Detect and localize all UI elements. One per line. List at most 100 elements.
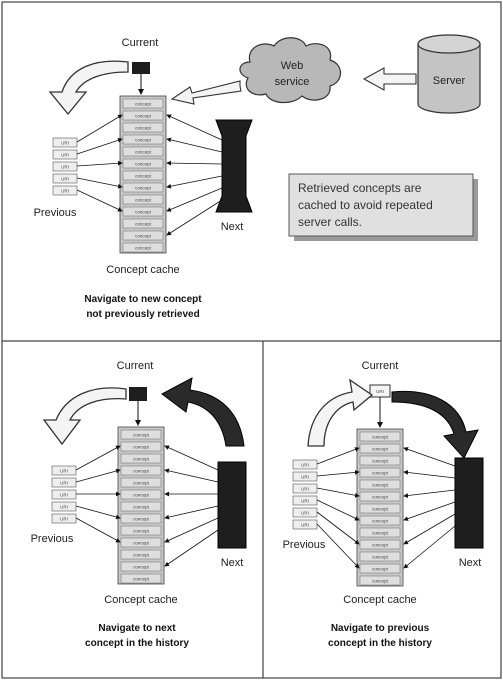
previous-flow-arrow	[48, 60, 129, 116]
bottom-left-panel: Current URI URI URI URI URI Previous con…	[31, 360, 247, 649]
previous-links	[316, 447, 360, 569]
next-links	[166, 114, 223, 236]
cache-item	[120, 501, 162, 512]
cache-item-label: concept	[133, 577, 150, 582]
cache-item-label: concept	[133, 553, 150, 558]
cache-item	[122, 122, 164, 133]
cache-item-label: concept	[372, 555, 389, 560]
cache-item-label: concept	[133, 469, 150, 474]
server-cylinder: Server	[417, 34, 481, 114]
current-label: Current	[122, 37, 159, 49]
previous-item	[52, 185, 78, 196]
cache-item	[359, 515, 401, 526]
cache-item-label: concept	[135, 186, 152, 191]
cache-item	[359, 575, 401, 586]
note-line1: Retrieved concepts are	[298, 181, 422, 195]
cache-item-label: concept	[135, 198, 152, 203]
previous-item-label: URI	[60, 505, 68, 510]
cache-item	[359, 563, 401, 574]
cache-item-label: concept	[133, 565, 150, 570]
cache-item	[120, 573, 162, 584]
cache-item	[122, 182, 164, 193]
caption-line2: not previously retrieved	[86, 309, 199, 320]
cache-item	[122, 242, 164, 253]
cloud-shape	[239, 37, 342, 104]
previous-item-label: URI	[301, 499, 309, 504]
cache-item-label: concept	[133, 493, 150, 498]
cache-item	[359, 479, 401, 490]
cache-item	[120, 561, 162, 572]
cache-item-label: concept	[135, 174, 152, 179]
previous-flow-arrow	[307, 378, 374, 447]
cache-label: Concept cache	[104, 594, 177, 606]
previous-item	[292, 459, 318, 470]
cache-item-label: concept	[372, 531, 389, 536]
cache-item-label: concept	[372, 579, 389, 584]
top-panel: Current URI URI URI URI URI Previous con…	[34, 34, 481, 320]
previous-stack: URI URI URI URI URI	[52, 137, 78, 196]
cache-item-label: concept	[135, 126, 152, 131]
cache-item	[120, 477, 162, 488]
previous-links	[75, 445, 121, 543]
cache-item	[359, 503, 401, 514]
previous-item	[51, 477, 77, 488]
cache-item-label: concept	[372, 459, 389, 464]
cache-item	[120, 489, 162, 500]
cache-item-label: concept	[372, 507, 389, 512]
server-response-arrow	[362, 67, 417, 91]
cache-item	[359, 467, 401, 478]
previous-item-label: URI	[60, 481, 68, 486]
next-stack	[217, 461, 247, 549]
note-line2: cached to avoid repeated	[298, 198, 433, 212]
previous-item	[52, 137, 78, 148]
cache-item	[359, 491, 401, 502]
cache-item	[120, 465, 162, 476]
cache-item-label: concept	[133, 517, 150, 522]
previous-stack: URI URI URI URI URI URI	[292, 459, 318, 530]
cache-item	[359, 431, 401, 442]
previous-item-label: URI	[301, 511, 309, 516]
info-note: Retrieved concepts are cached to avoid r…	[288, 173, 478, 241]
cache-item-label: concept	[135, 162, 152, 167]
current-marker	[132, 62, 150, 74]
cache-item	[122, 218, 164, 229]
concept-cache: concept concept concept concept concept …	[356, 428, 404, 587]
next-flow-arrow	[161, 377, 245, 447]
cache-item	[120, 453, 162, 464]
cache-item-label: concept	[135, 138, 152, 143]
cache-item	[122, 134, 164, 145]
previous-item	[292, 471, 318, 482]
bottom-right-panel: Current URI URI URI URI URI URI URI Prev…	[283, 360, 484, 649]
cache-item-label: concept	[135, 234, 152, 239]
cache-item	[122, 170, 164, 181]
web-service-cloud: Web service	[239, 37, 342, 104]
server-top	[417, 34, 481, 54]
cache-item	[122, 158, 164, 169]
cache-item	[122, 110, 164, 121]
next-links	[164, 445, 219, 567]
cache-item-label: concept	[135, 222, 152, 227]
cache-item	[122, 146, 164, 157]
cache-item	[122, 194, 164, 205]
previous-item	[51, 513, 77, 524]
cache-item-label: concept	[133, 433, 150, 438]
caption-line2: concept in the history	[85, 638, 189, 649]
previous-label: Previous	[31, 533, 74, 545]
cache-item-label: concept	[372, 519, 389, 524]
previous-item-label: URI	[60, 493, 68, 498]
cache-label: Concept cache	[106, 264, 179, 276]
cache-item-label: concept	[372, 495, 389, 500]
previous-item-label: URI	[61, 153, 69, 158]
cache-item	[359, 443, 401, 454]
caption-line1: Navigate to next	[98, 623, 176, 634]
previous-item-label: URI	[61, 189, 69, 194]
cache-item-label: concept	[372, 483, 389, 488]
server-body	[417, 43, 481, 114]
cache-item-label: concept	[135, 102, 152, 107]
cache-item-label: concept	[133, 481, 150, 486]
previous-item-label: URI	[301, 475, 309, 480]
previous-item-label: URI	[60, 517, 68, 522]
cache-item-label: concept	[135, 210, 152, 215]
cache-item-label: concept	[135, 114, 152, 119]
